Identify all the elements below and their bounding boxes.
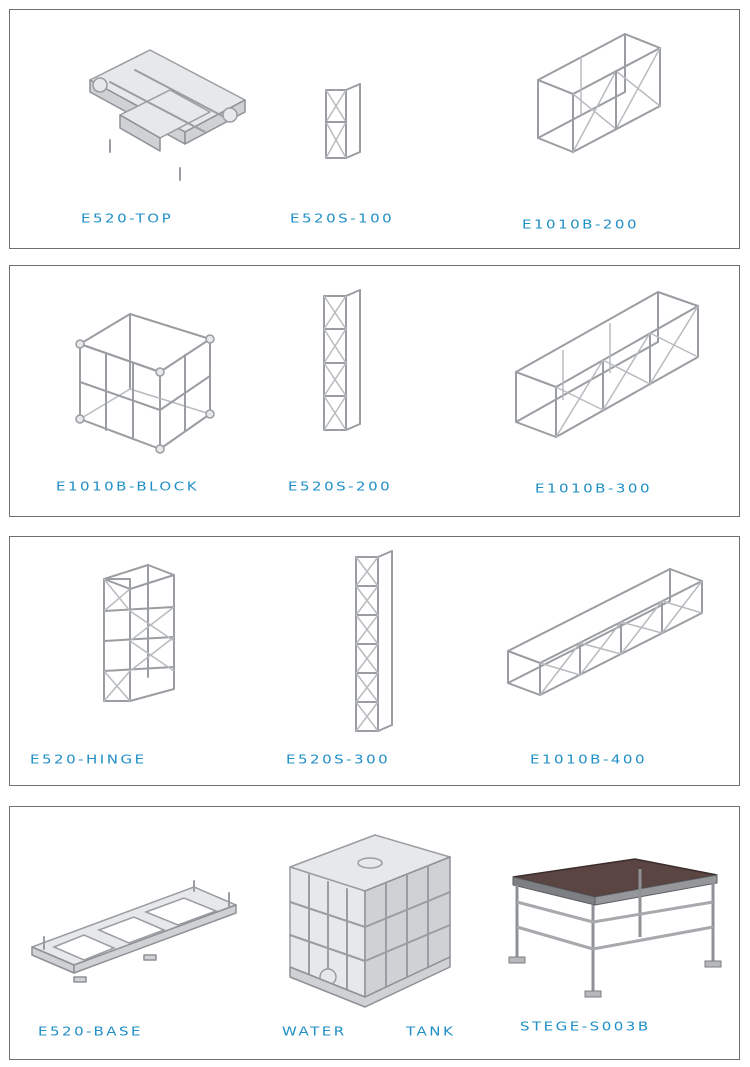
- product-panel-4: E520-BASE WATER TANK STEGE-S00: [9, 806, 740, 1060]
- item-label: E520S-100: [290, 211, 395, 226]
- e520-top-illustration: [89, 49, 246, 181]
- product-panel-1: E520-TOP E520S-100 E1010B-200: [9, 9, 740, 249]
- item-label: TANK: [406, 1024, 456, 1039]
- item-label: E520-TOP: [81, 211, 174, 226]
- item-label: E1010B-200: [522, 217, 639, 232]
- e520s-200-illustration: [323, 289, 361, 431]
- item-label: E1010B-BLOCK: [56, 479, 200, 494]
- e1010b-block-illustration: [75, 313, 215, 454]
- e520s-100-illustration: [325, 83, 361, 159]
- water-tank-illustration: [289, 834, 451, 1008]
- item-label: E520S-200: [288, 479, 393, 494]
- item-label: WATER: [282, 1024, 347, 1039]
- e1010b-300-illustration: [515, 291, 699, 438]
- item-label: E520-BASE: [38, 1024, 144, 1039]
- product-panel-2: E1010B-BLOCK E520S-200 E1010B-300: [9, 265, 740, 517]
- item-label: E1010B-400: [530, 752, 647, 767]
- e1010b-400-illustration: [507, 568, 703, 696]
- product-panel-3: E520-HINGE E520S-300 E1010B-400: [9, 536, 740, 786]
- e520s-300-illustration: [355, 550, 393, 732]
- e1010b-200-illustration: [537, 33, 661, 153]
- item-label: E1010B-300: [535, 481, 652, 496]
- item-label: E520S-300: [286, 752, 391, 767]
- item-label: E520-HINGE: [30, 752, 147, 767]
- e520-hinge-illustration: [103, 564, 175, 702]
- e520-base-illustration: [31, 880, 237, 983]
- stage-illustration: [508, 858, 722, 998]
- item-label: STEGE-S003B: [520, 1019, 651, 1034]
